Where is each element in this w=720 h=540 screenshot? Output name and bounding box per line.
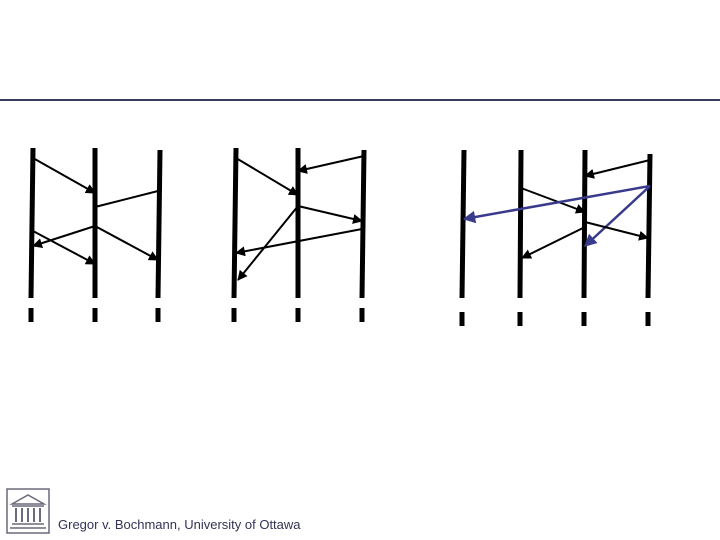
process-line-3-3: [581, 149, 588, 326]
message-arrow: [32, 225, 96, 248]
message-arrow: [520, 187, 586, 214]
message-arrow: [235, 228, 363, 257]
space-time-diagram-1: [28, 147, 163, 322]
process-line-3-1: [459, 149, 467, 326]
message-arrow: [94, 190, 159, 208]
message-arrow: [297, 205, 363, 224]
process-line-1-1: [28, 147, 36, 322]
message-arrow: [235, 157, 299, 196]
message-arrow: [584, 159, 651, 179]
message-arrow: [297, 155, 365, 174]
message-arrow: [32, 157, 96, 194]
space-time-diagram-3: [459, 149, 653, 326]
university-crest-icon: [6, 488, 50, 534]
footer: Gregor v. Bochmann, University of Ottawa: [6, 486, 301, 534]
process-line-3-2: [517, 149, 524, 326]
process-line-1-3: [155, 149, 163, 322]
message-arrow: [94, 225, 159, 261]
highlighted-message-arrow: [462, 184, 651, 224]
message-arrow: [521, 226, 586, 259]
process-line-2-1: [231, 147, 239, 322]
highlighted-message-arrow: [584, 185, 651, 247]
message-arrow: [32, 230, 96, 265]
process-line-3-4: [645, 153, 653, 326]
message-arrow: [237, 205, 299, 281]
process-line-2-3: [359, 149, 367, 322]
footer-credit-text: Gregor v. Bochmann, University of Ottawa: [58, 517, 301, 532]
message-arrow: [584, 221, 649, 241]
space-time-diagram-2: [231, 147, 367, 322]
